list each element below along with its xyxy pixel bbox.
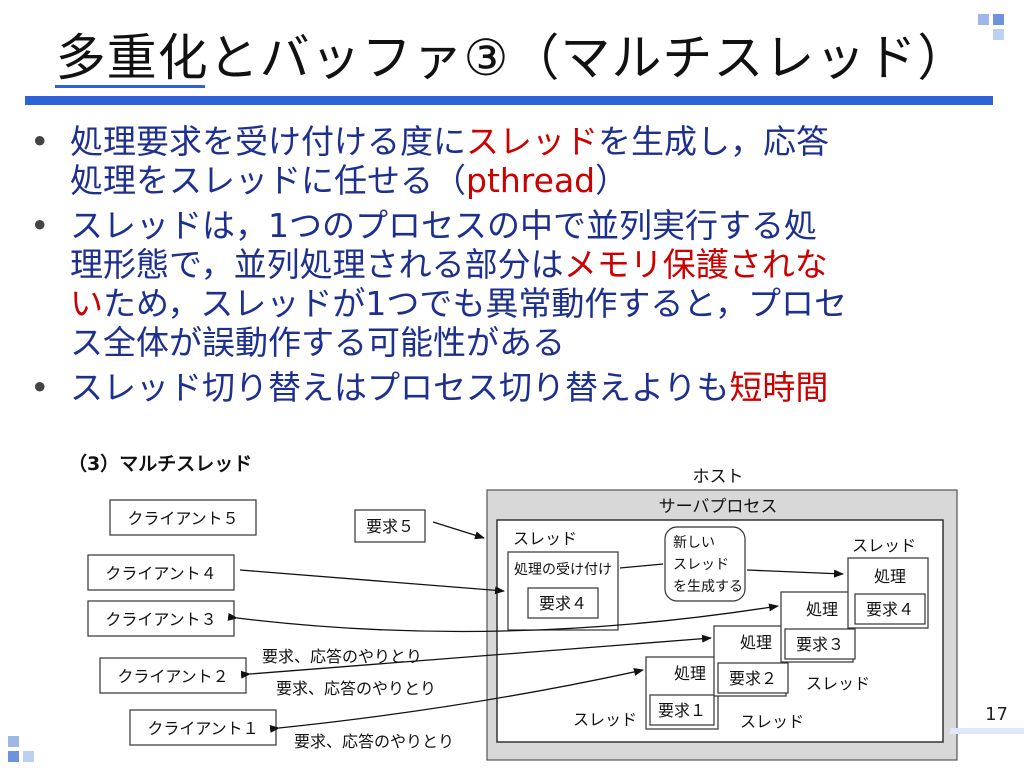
footer-accent: [950, 728, 1024, 734]
thread-3-process-label: 処理: [806, 600, 838, 619]
bullet-text: 理形態で，並列処理される部分は: [70, 245, 564, 284]
accept-thread-label: スレッド: [513, 529, 577, 548]
bullet-dot-icon: •: [30, 206, 50, 245]
bullet-dot-icon: •: [30, 368, 50, 407]
thread-4-request-box: [854, 593, 926, 625]
client-box-5: [109, 499, 257, 536]
multithread-diagram: （3）マルチスレッド ホスト サーバプロセス クライアント５ クライアント４ ク…: [68, 452, 958, 761]
thread-1-process-label: 処理: [674, 664, 706, 683]
request-5-box: [354, 509, 426, 543]
accept-to-bubble-connector: [619, 563, 664, 569]
client-box-2: [99, 657, 247, 694]
thread-2-request-box: [717, 662, 789, 694]
client-label-5: クライアント５: [127, 509, 238, 528]
bullet-dot-icon: •: [30, 122, 50, 161]
corner-decoration: [993, 14, 1004, 25]
bullet-text: ）: [595, 161, 629, 200]
new-thread-line-2: スレッド: [673, 557, 729, 573]
client-box-4: [87, 554, 235, 591]
client-label-3: クライアント３: [105, 610, 216, 629]
client-label-2: クライアント２: [117, 667, 228, 686]
server-process-label: サーバプロセス: [659, 497, 778, 517]
bullet-text: ため，スレッドが1つでも異常動作すると，プロセ: [103, 284, 848, 323]
accept-request-4-label: 要求４: [539, 594, 587, 613]
bullet-text: 処理要求を受け付ける度に: [70, 122, 466, 161]
bullet-item: • 処理要求を受け付ける度にスレッドを生成し，応答 処理をスレッドに任せる（pt…: [28, 122, 988, 200]
client-label-1: クライアント１: [147, 719, 258, 738]
client-label-4: クライアント４: [105, 564, 216, 583]
corner-decoration: [8, 736, 19, 747]
bullet-line: 処理をスレッドに任せる（pthread）: [70, 161, 988, 200]
bullet-highlight: メモリ保護されな: [563, 245, 828, 284]
thread-2-request-label: 要求２: [729, 669, 777, 688]
bullet-highlight: い: [70, 284, 103, 323]
bullet-text: 処理をスレッドに任せる（: [70, 161, 466, 200]
thread-3-request-label: 要求３: [796, 635, 844, 654]
title-rule: [25, 96, 993, 105]
bullet-line: スレッドは，1つのプロセスの中で並列実行する処: [70, 206, 817, 245]
bullet-item: • スレッドは，1つのプロセスの中で並列実行する処 理形態で，並列処理される部分…: [28, 206, 988, 362]
bullet-line: 理形態で，並列処理される部分はメモリ保護されな: [70, 245, 988, 284]
request-5-label: 要求５: [366, 517, 414, 536]
thread-2-process-label: 処理: [740, 633, 772, 652]
corner-decoration: [23, 751, 34, 762]
new-thread-line-3: を生成する: [673, 579, 743, 595]
corner-decoration: [8, 751, 19, 762]
title-underline: [55, 85, 205, 88]
exchange-label-3: 要求、応答のやりとり: [262, 647, 422, 666]
thread-label-4: スレッド: [852, 536, 916, 555]
exchange-label-2: 要求、応答のやりとり: [276, 679, 436, 698]
thread-label-2: スレッド: [740, 712, 804, 731]
new-thread-line-1: 新しい: [673, 535, 715, 551]
bullet-highlight: 短時間: [729, 368, 829, 407]
corner-decoration: [993, 29, 1004, 40]
spawn-thread-arrow: [746, 569, 844, 578]
bullet-line: いため，スレッドが1つでも異常動作すると，プロセ: [70, 284, 988, 323]
client-4-request-arrow: [239, 569, 505, 595]
thread-4-process-label: 処理: [874, 567, 906, 586]
page-number: 17: [985, 704, 1008, 725]
thread-label-3: スレッド: [806, 674, 870, 693]
accept-label: 処理の受け付け: [514, 562, 612, 578]
exchange-label-1: 要求、応答のやりとり: [294, 732, 454, 751]
new-thread-bubble: [664, 526, 746, 602]
bullet-highlight: スレッド: [466, 122, 598, 161]
thread-1-request-label: 要求１: [658, 701, 706, 720]
corner-decoration: [978, 14, 989, 25]
bullet-text: を生成し，応答: [598, 122, 829, 161]
client-3-exchange-arrow: [227, 603, 779, 633]
bullet-list: • 処理要求を受け付ける度にスレッドを生成し，応答 処理をスレッドに任せる（pt…: [28, 122, 988, 413]
diagram-caption: （3）マルチスレッド: [68, 452, 252, 475]
bullet-text: スレッド切り替えはプロセス切り替えよりも: [70, 368, 730, 407]
bullet-item: • スレッド切り替えはプロセス切り替えよりも短時間: [28, 368, 988, 407]
bullet-highlight: pthread: [466, 161, 596, 200]
thread-label-1: スレッド: [573, 710, 637, 729]
thread-4-request-label: 要求４: [866, 600, 914, 619]
bullet-line: ス全体が誤動作する可能性がある: [70, 323, 565, 362]
bullet-line: スレッド切り替えはプロセス切り替えよりも短時間: [70, 368, 988, 407]
slide-title: 多重化とバッファ③（マルチスレッド）: [55, 29, 969, 87]
host-label: ホスト: [693, 467, 744, 487]
client-2-exchange-arrow: [240, 634, 712, 679]
client-1-exchange-arrow: [269, 668, 644, 733]
thread-3-request-box: [784, 628, 856, 660]
thread-1-request-box: [649, 694, 715, 726]
request-5-arrow: [432, 521, 485, 540]
bullet-line: 処理要求を受け付ける度にスレッドを生成し，応答: [70, 122, 988, 161]
